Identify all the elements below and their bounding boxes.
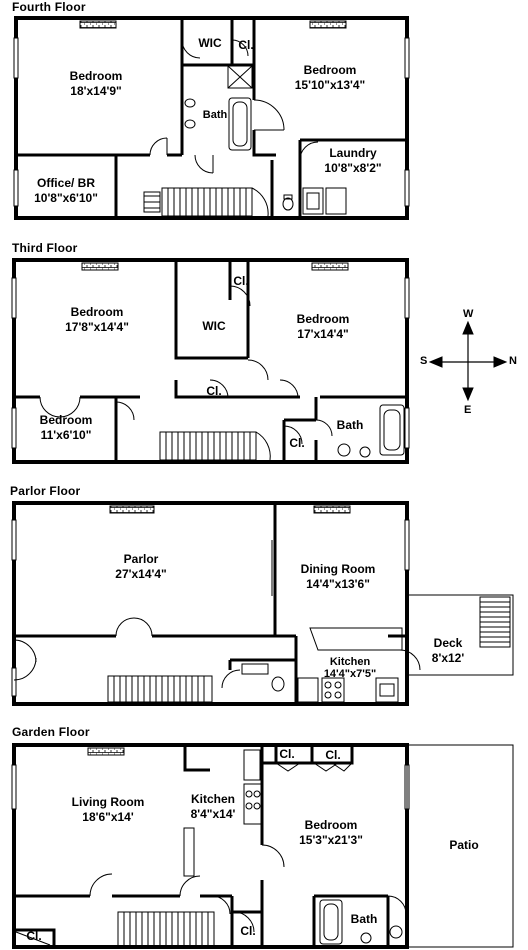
third-floor-plan (11, 258, 410, 464)
fourth-floor-plan (13, 16, 410, 220)
room-label-fourth-closet: Cl. (238, 38, 254, 52)
room-name: Bedroom (70, 305, 124, 319)
room-label-garden-closet-b: Cl. (325, 748, 341, 762)
room-size: 27'x14'4" (115, 567, 167, 581)
room-label-garden-bath: Bath (350, 912, 378, 926)
compass-arrow-east (462, 387, 474, 402)
compass-label-south: S (420, 355, 428, 367)
room-label-patio: Patio (449, 838, 479, 852)
room-name: Kitchen (329, 656, 371, 668)
room-size: 15'10"x13'4" (294, 78, 366, 92)
room-label-garden-kitchen: Kitchen 8'4"x14' (178, 792, 248, 822)
room-label-third-bedroom-a: Bedroom 17'8"x14'4" (54, 305, 140, 335)
floor-title-third: Third Floor (12, 241, 78, 255)
room-size: 17'x14'4" (297, 327, 349, 341)
room-label-fourth-bedroom-a: Bedroom 18'x14'9" (56, 69, 136, 99)
room-name: Bedroom (296, 312, 350, 326)
room-name: Parlor (123, 552, 159, 566)
compass-label-west: W (463, 308, 474, 320)
room-size: 8'x12' (431, 651, 465, 665)
compass-arrow-south (428, 356, 443, 368)
room-label-dining: Dining Room 14'4"x13'6" (290, 562, 386, 592)
compass-arrow-west (462, 320, 474, 335)
floor-title-garden: Garden Floor (12, 725, 90, 739)
room-name: Bedroom (39, 413, 93, 427)
parlor-floor-plan (11, 501, 514, 706)
fireplace-icon (309, 20, 347, 29)
room-label-third-bath: Bath (336, 418, 364, 432)
room-label-fourth-bedroom-b: Bedroom 15'10"x13'4" (280, 63, 380, 93)
room-name: Office/ BR (36, 176, 95, 190)
compass-rose (428, 320, 508, 402)
room-label-third-bedroom-b: Bedroom 17'x14'4" (278, 312, 368, 342)
fireplace-icon (81, 262, 119, 271)
room-name: Kitchen (190, 792, 235, 806)
room-label-fourth-laundry: Laundry 10'8"x8'2" (316, 146, 390, 176)
room-label-third-closet-mid: Cl. (206, 384, 222, 398)
room-label-third-bedroom-c: Bedroom 11'x6'10" (26, 413, 106, 443)
room-size: 14'4"x13'6" (306, 577, 370, 591)
room-name: Dining Room (300, 562, 376, 576)
room-name: Bedroom (303, 63, 357, 77)
room-label-garden-bedroom: Bedroom 15'3"x21'3" (286, 818, 376, 848)
garden-floor-plan (11, 743, 514, 949)
compass-label-north: N (509, 355, 517, 367)
compass-arrow-north (493, 356, 508, 368)
room-size: 10'8"x6'10" (34, 191, 98, 205)
room-label-fourth-bath: Bath (202, 109, 228, 121)
room-label-fourth-office: Office/ BR 10'8"x6'10" (26, 176, 106, 206)
room-label-garden-closet-d: Cl. (240, 924, 256, 938)
room-label-deck: Deck 8'x12' (422, 636, 474, 666)
room-label-living-room: Living Room 18'6"x14' (60, 795, 156, 825)
room-name: Bedroom (69, 69, 123, 83)
room-size: 17'8"x14'4" (65, 320, 129, 334)
fireplace-icon (311, 262, 349, 271)
room-label-garden-closet-a: Cl. (279, 747, 295, 761)
room-size: 11'x6'10" (40, 428, 92, 442)
room-size: 14'4"x7'5" (323, 668, 377, 680)
fireplace-icon (79, 20, 117, 29)
room-size: 18'x14'9" (70, 84, 122, 98)
room-label-garden-closet-c: Cl. (26, 929, 42, 943)
floor-title-parlor: Parlor Floor (10, 484, 81, 498)
room-name: Laundry (329, 146, 377, 160)
room-label-third-closet-top: Cl. (233, 274, 249, 288)
room-size: 15'3"x21'3" (299, 833, 363, 847)
room-name: Bedroom (304, 818, 358, 832)
compass-label-east: E (464, 404, 472, 416)
room-label-parlor: Parlor 27'x14'4" (98, 552, 184, 582)
room-size: 8'4"x14' (190, 807, 236, 821)
room-name: Living Room (71, 795, 145, 809)
room-label-third-wic: WIC (202, 319, 226, 333)
room-label-parlor-kitchen: Kitchen 14'4"x7'5" (308, 656, 392, 680)
room-label-third-closet-stair: Cl. (289, 436, 305, 450)
room-name: Deck (433, 636, 463, 650)
room-size: 10'8"x8'2" (324, 161, 382, 175)
room-label-fourth-wic: WIC (198, 36, 222, 50)
room-size: 18'6"x14' (82, 810, 134, 824)
floor-title-fourth: Fourth Floor (12, 0, 86, 14)
fireplace-icon (313, 505, 351, 514)
fireplace-icon (109, 505, 155, 514)
fireplace-icon (87, 747, 125, 756)
